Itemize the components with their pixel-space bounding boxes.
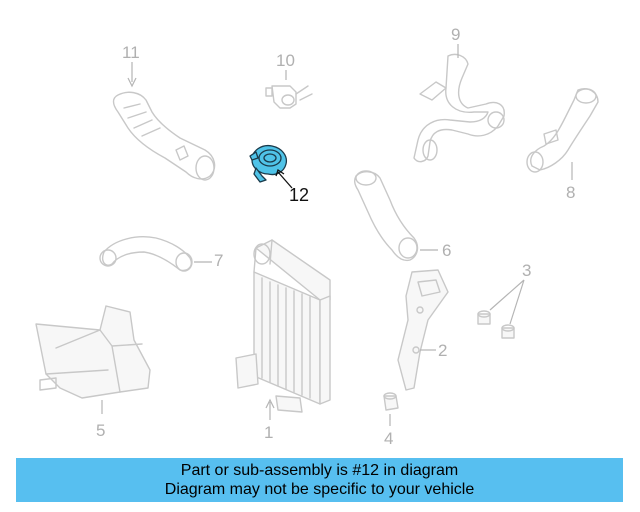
part-9-formed-hose	[413, 53, 505, 163]
part-5-air-duct	[35, 305, 151, 399]
callout-2: 2	[438, 341, 447, 360]
part-12-highlighted	[249, 144, 288, 183]
callout-8: 8	[566, 183, 575, 202]
callout-12: 12	[289, 185, 309, 205]
callout-1: 1	[264, 423, 273, 442]
callout-4: 4	[384, 429, 393, 448]
part-3-fasteners	[477, 310, 515, 339]
callout-7: 7	[214, 251, 223, 270]
part-6-hose	[353, 170, 419, 262]
part-7-curved-hose	[99, 236, 193, 272]
part-1-intercooler	[235, 239, 331, 413]
part-11-intake-hose	[112, 91, 216, 181]
info-banner: Part or sub-assembly is #12 in diagram D…	[16, 458, 623, 502]
callout-5: 5	[96, 421, 105, 440]
banner-line-1: Part or sub-assembly is #12 in diagram	[180, 462, 459, 479]
callout-9: 9	[451, 25, 460, 44]
banner-line-2: Diagram may not be specific to your vehi…	[164, 481, 475, 498]
part-8-elbow-hose	[526, 88, 599, 173]
callout-3: 3	[522, 261, 531, 280]
callout-11: 11	[122, 43, 140, 62]
part-10-valve	[265, 85, 313, 109]
callout-6: 6	[442, 241, 451, 260]
part-4-fastener	[383, 392, 399, 411]
callout-10: 10	[276, 51, 295, 70]
part-2-bracket	[397, 269, 449, 391]
